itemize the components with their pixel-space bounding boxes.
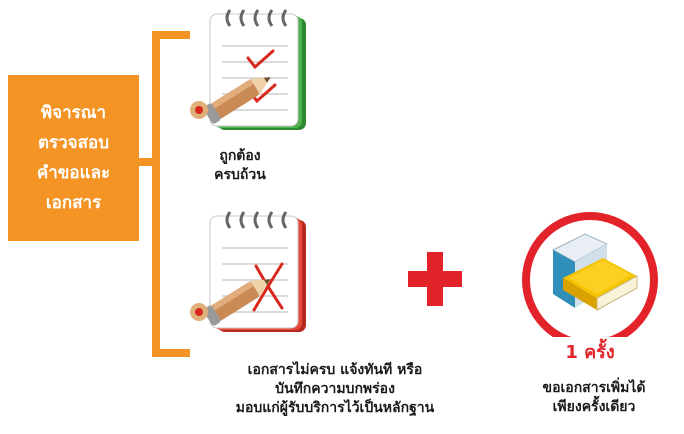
correct-caption: ถูกต้อง ครบถ้วน [214,148,266,183]
incomplete-caption: เอกสารไม่ครบ แจ้งทันที หรือ บันทึกความบก… [235,362,435,416]
notepad-check-icon [190,9,306,130]
notepad-cross-icon [190,211,306,332]
plus-vertical-bar [427,252,443,306]
process-line-3: คำขอและ [36,163,111,183]
connector-stub [139,158,159,166]
badge-caption: ขอเอกสารเพิ่มได้ เพียงครั้งเดียว [542,380,646,415]
process-line-1: พิจารณา [40,103,107,123]
connector-vertical [152,31,160,357]
connector-bottom-arm [152,349,190,357]
process-box: พิจารณา ตรวจสอบ คำขอและ เอกสาร [8,75,139,241]
process-line-4: เอกสาร [45,193,102,213]
badge-label: 1 ครั้ง [545,337,635,366]
connector-top-arm [152,31,190,39]
process-line-2: ตรวจสอบ [37,133,110,153]
book-icon [551,233,638,311]
